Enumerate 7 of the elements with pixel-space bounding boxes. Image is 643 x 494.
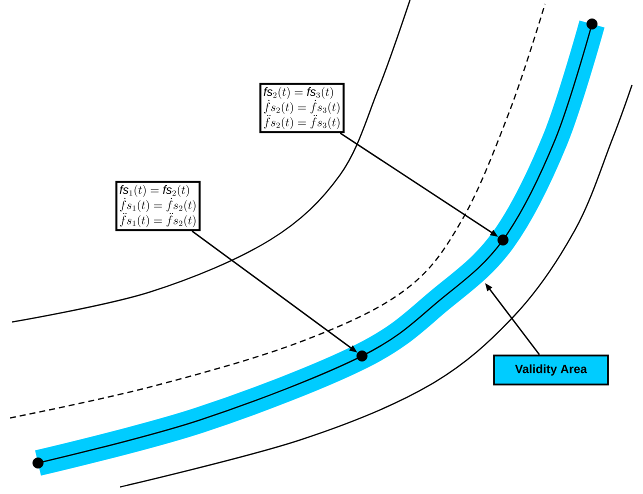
point-marker <box>586 18 598 30</box>
formula-box: $\mathit{fs}_1(t)=\mathit{fs}_2(t)$ $\dot{f}s_1(t)=\dot{f}s_2(t)$ $\ddot{f}s_1(t)=\ddot{f}s_2(t)$ <box>115 180 201 232</box>
point-marker <box>498 234 508 246</box>
point-marker <box>32 458 44 468</box>
point-marker <box>356 350 368 362</box>
label-box: Validity Area <box>493 354 609 386</box>
formula-box: $\mathit{fs}_2(t)=\mathit{fs}_3(t)$ $\dot{f}s_2(t)=\dot{f}s_3(t)$ $\ddot{f}s_2(t)=\ddot{f}s_3(t)$ <box>259 82 345 134</box>
